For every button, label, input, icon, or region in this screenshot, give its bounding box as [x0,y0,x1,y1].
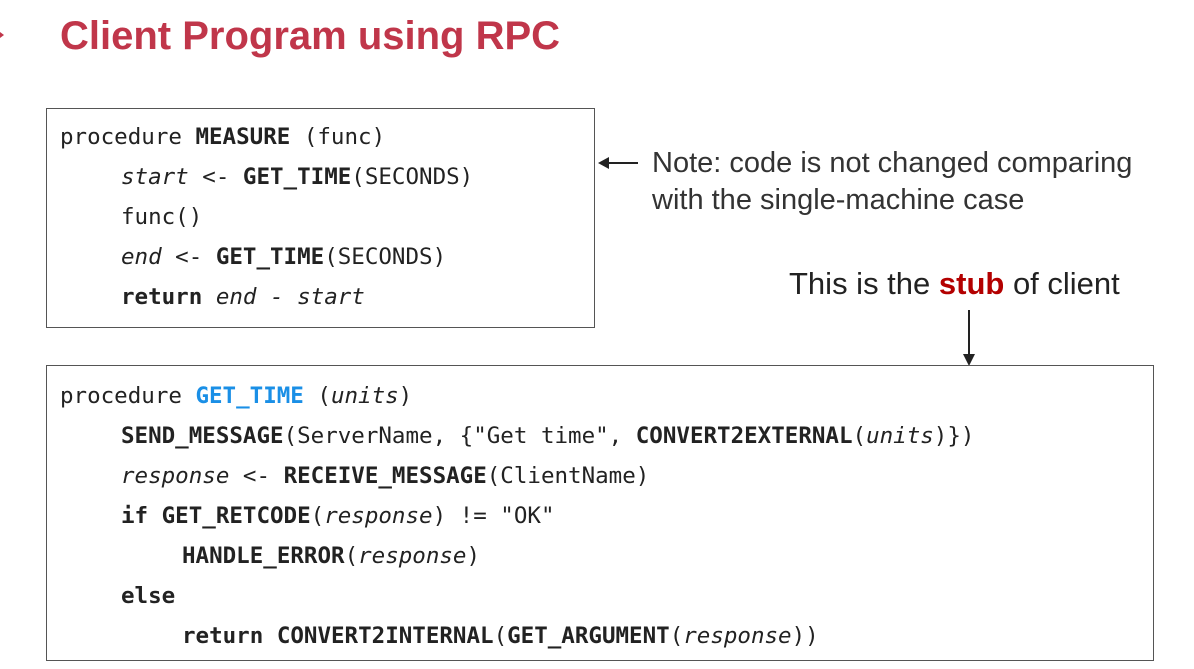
code-line: return CONVERT2INTERNAL(GET_ARGUMENT(res… [60,618,1153,658]
left-arrow-icon [598,157,638,169]
note-line: Note: code is not changed comparing [652,147,1133,179]
code-function: CONVERT2INTERNAL [276,623,494,649]
code-text: procedure [60,124,196,150]
stub-note-text: of client [1004,266,1120,301]
code-text: )) [791,623,819,649]
code-variable: end - start [215,284,365,310]
code-text: (SECONDS) [324,244,447,270]
code-text: <- [161,244,216,270]
code-line: procedure GET_TIME (units) [60,378,1153,418]
code-line: HANDLE_ERROR(response) [60,538,1153,578]
code-function: SEND_MESSAGE [121,423,284,449]
code-variable: units [330,383,399,409]
code-text: ) [398,383,413,409]
code-variable: units [866,423,934,449]
code-text: ) [466,543,481,569]
code-text: ( [669,623,684,649]
code-line: response <- RECEIVE_MESSAGE(ClientName) [60,458,1153,498]
code-text: )}) [933,423,975,449]
code-function: GET_RETCODE [161,503,311,529]
code-text: (SECONDS) [351,164,474,190]
code-procedure-name: MEASURE [195,124,291,150]
code-function: GET_TIME [215,244,325,270]
code-function: GET_TIME [242,164,352,190]
code-text: ( [303,383,331,409]
get-time-code-box: procedure GET_TIME (units) SEND_MESSAGE(… [46,365,1154,661]
code-text: (ClientName) [486,463,650,489]
code-text: (func) [290,124,386,150]
stub-note-text: This is the [789,266,939,301]
code-keyword: if [121,503,149,529]
code-keyword: else [121,583,176,609]
title-bullet-icon [0,26,4,44]
code-line: func() [60,199,594,239]
code-function: CONVERT2EXTERNAL [635,423,853,449]
note-line: with the single-machine case [652,184,1025,216]
code-text: func() [121,204,203,230]
stub-note: This is the stub of client [789,266,1120,302]
code-line: return end - start [60,279,594,319]
code-text: ( [852,423,867,449]
code-text: ( [310,503,325,529]
code-keyword: return [121,284,203,310]
code-variable: response [358,543,467,569]
code-text [202,284,216,310]
code-function: RECEIVE_MESSAGE [283,463,487,489]
code-text [263,623,277,649]
down-arrow-icon [963,310,975,366]
measure-code-box: procedure MEASURE (func) start <- GET_TI… [46,108,595,328]
code-function: HANDLE_ERROR [182,543,345,569]
code-text: procedure [60,383,196,409]
note-text: Note: code is not changed comparing with… [652,145,1132,219]
code-variable: end [121,244,162,270]
code-variable: response [683,623,792,649]
code-text: <- [229,463,284,489]
stub-highlight: stub [938,266,1005,301]
code-variable: response [324,503,433,529]
code-line: if GET_RETCODE(response) != "OK" [60,498,1153,538]
code-keyword: return [182,623,264,649]
code-line: procedure MEASURE (func) [60,119,594,159]
code-text: ) != "OK" [432,503,555,529]
code-variable: response [121,463,230,489]
code-procedure-name: GET_TIME [195,383,304,409]
code-text: ( [344,543,359,569]
code-function: GET_ARGUMENT [507,623,670,649]
code-text: <- [188,164,243,190]
code-line: end <- GET_TIME(SECONDS) [60,239,594,279]
code-line: else [60,578,1153,618]
slide-title: Client Program using RPC [60,14,561,58]
code-variable: start [121,164,189,190]
code-text: (ServerName, {"Get time", [283,423,636,449]
code-line: SEND_MESSAGE(ServerName, {"Get time", CO… [60,418,1153,458]
code-line: start <- GET_TIME(SECONDS) [60,159,594,199]
code-text: ( [493,623,508,649]
code-text [148,503,162,529]
